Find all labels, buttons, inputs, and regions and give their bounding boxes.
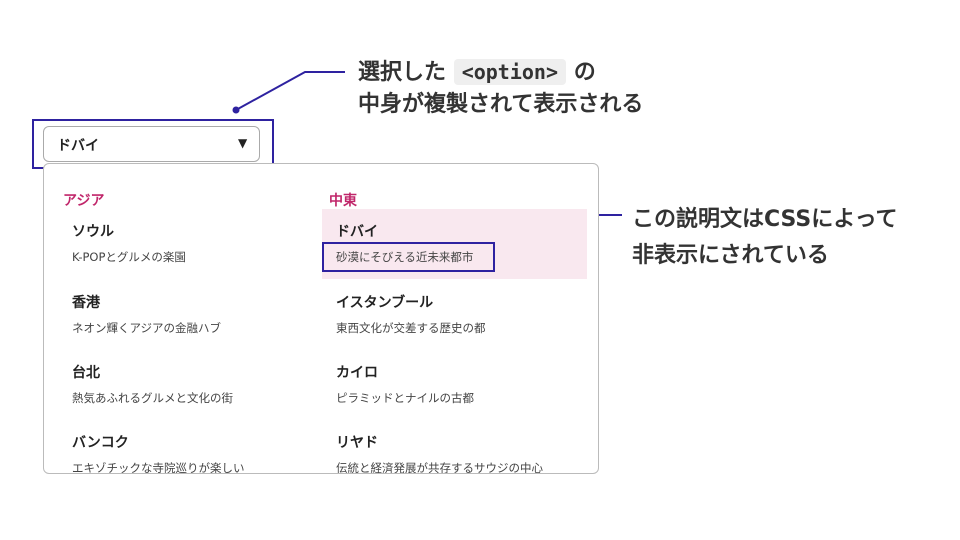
group-label-middle-east: 中東 bbox=[329, 193, 357, 209]
option-code: <option> bbox=[453, 59, 567, 85]
option-title: 香港 bbox=[72, 295, 100, 311]
option-desc: エキゾチックな寺院巡りが楽しい bbox=[72, 461, 245, 474]
selected-value: ドバイ bbox=[57, 138, 99, 154]
annotation-right-line2: 非表示にされている bbox=[632, 243, 829, 268]
annotation-text: の bbox=[573, 60, 596, 85]
description-highlight-box bbox=[322, 242, 495, 272]
annotation-right: この説明文はCSSによって 非表示にされている bbox=[632, 202, 898, 274]
option-item[interactable]: カイロピラミッドとナイルの古都 bbox=[322, 350, 587, 420]
option-title: ドバイ bbox=[336, 224, 378, 240]
option-desc: 伝統と経済発展が共存するサウジの中心 bbox=[336, 461, 543, 474]
option-desc: ピラミッドとナイルの古都 bbox=[336, 391, 474, 405]
annotation-top: 選択した <option> の 中身が複製されて表示される bbox=[358, 56, 643, 121]
city-select[interactable]: ドバイ ▼ bbox=[43, 126, 260, 162]
option-title: 台北 bbox=[72, 365, 100, 381]
option-desc: ネオン輝くアジアの金融ハブ bbox=[72, 321, 222, 335]
group-label-asia: アジア bbox=[63, 193, 105, 209]
dropdown-panel[interactable]: アジア 中東 ソウル K-POPとグルメの楽園 香港ネオン輝くアジアの金融ハブ 台… bbox=[43, 163, 599, 474]
option-item[interactable]: イスタンブール東西文化が交差する歴史の都 bbox=[322, 280, 587, 350]
option-item-selected[interactable]: ドバイ砂漠にそびえる近未来都市 bbox=[322, 209, 587, 279]
option-title: イスタンブール bbox=[336, 295, 434, 311]
option-item[interactable]: 香港ネオン輝くアジアの金融ハブ bbox=[58, 280, 323, 350]
option-desc: 東西文化が交差する歴史の都 bbox=[336, 321, 486, 335]
annotation-text: 選択した bbox=[358, 60, 447, 85]
option-desc: 砂漠にそびえる近未来都市 bbox=[336, 250, 474, 264]
option-item[interactable]: リヤド伝統と経済発展が共存するサウジの中心 bbox=[322, 420, 587, 474]
annotation-right-line1: この説明文はCSSによって bbox=[632, 207, 898, 232]
option-title: カイロ bbox=[336, 365, 378, 381]
dropdown-arrow-icon: ▼ bbox=[238, 136, 248, 150]
leader-dot-top bbox=[232, 106, 240, 114]
annotation-top-line1: 選択した <option> の bbox=[358, 56, 643, 89]
option-item[interactable]: バンコクエキゾチックな寺院巡りが楽しい bbox=[58, 420, 323, 474]
option-title: ソウル bbox=[72, 224, 114, 240]
option-item[interactable]: 台北熱気あふれるグルメと文化の街 bbox=[58, 350, 323, 420]
option-item[interactable]: ソウル K-POPとグルメの楽園 bbox=[58, 209, 323, 279]
annotation-top-line2: 中身が複製されて表示される bbox=[358, 92, 644, 117]
option-title: バンコク bbox=[72, 435, 129, 451]
leader-line-top bbox=[235, 71, 345, 111]
option-desc: K-POPとグルメの楽園 bbox=[72, 250, 186, 264]
option-title: リヤド bbox=[336, 435, 378, 451]
option-desc: 熱気あふれるグルメと文化の街 bbox=[72, 391, 233, 405]
